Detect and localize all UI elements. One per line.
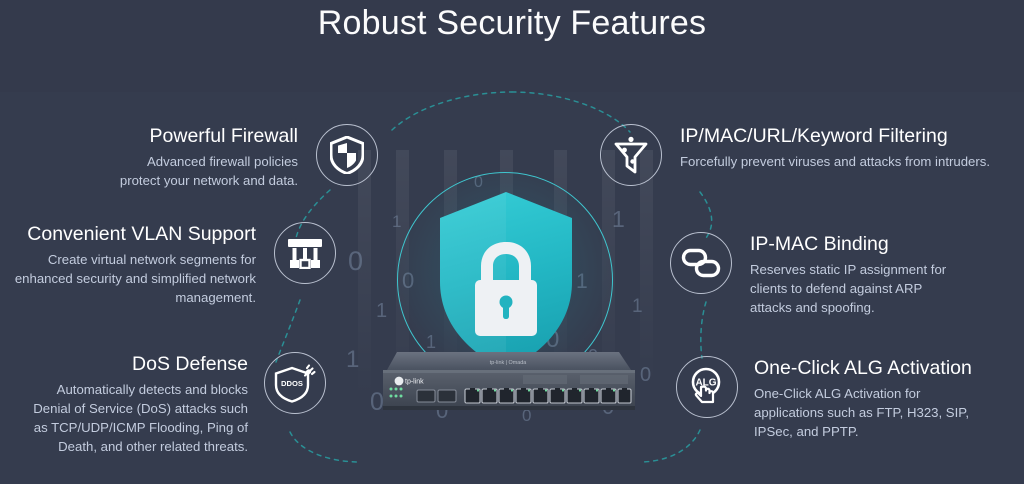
alg-click-icon[interactable]: ALG bbox=[676, 356, 738, 418]
page-title: Robust Security Features bbox=[317, 4, 707, 42]
feature-firewall[interactable]: Powerful Firewall Advanced firewall poli… bbox=[108, 124, 378, 191]
shield-check-icon[interactable] bbox=[316, 124, 378, 186]
feature-binding-description: Reserves static IP assignment for client… bbox=[750, 262, 947, 315]
rj45-ports bbox=[464, 388, 632, 404]
feature-binding-heading: IP-MAC Binding bbox=[750, 233, 889, 255]
feature-vlan-description: Create virtual network segments for enha… bbox=[14, 252, 256, 305]
feature-alg-activation[interactable]: ALG One-Click ALG Activation One-Click A… bbox=[676, 356, 976, 442]
funnel-filter-icon[interactable] bbox=[600, 124, 662, 186]
feature-vlan[interactable]: Convenient VLAN Support Create virtual n… bbox=[8, 222, 336, 308]
feature-alg-heading: One-Click ALG Activation bbox=[754, 357, 972, 379]
ddos-icon-label: DDOS bbox=[281, 379, 303, 388]
feature-ip-mac-binding[interactable]: IP-MAC Binding Reserves static IP assign… bbox=[670, 232, 965, 318]
shield-lock-icon bbox=[440, 192, 572, 370]
ddos-shield-icon[interactable]: DDOS bbox=[264, 352, 326, 414]
feature-dos-description: Automatically detects and blocks Denial … bbox=[33, 382, 248, 454]
sfp-ports bbox=[416, 389, 457, 403]
alg-icon-label: ALG bbox=[695, 378, 716, 389]
vlan-network-icon[interactable] bbox=[274, 222, 336, 284]
feature-vlan-heading: Convenient VLAN Support bbox=[27, 223, 256, 245]
feature-firewall-description: Advanced firewall policies protect your … bbox=[119, 154, 298, 189]
device-brand-text: tp-link bbox=[405, 379, 424, 386]
chain-link-icon[interactable] bbox=[670, 232, 732, 294]
padlock-icon bbox=[475, 242, 537, 336]
feature-firewall-heading: Powerful Firewall bbox=[149, 125, 298, 147]
feature-dos-defense[interactable]: DoS Defense Automatically detects and bl… bbox=[18, 352, 326, 456]
feature-filtering-description: Forcefully prevent viruses and attacks f… bbox=[680, 154, 991, 170]
feature-dos-heading: DoS Defense bbox=[132, 353, 248, 375]
feature-filtering-heading: IP/MAC/URL/Keyword Filtering bbox=[680, 125, 948, 147]
feature-alg-description: One-Click ALG Activation for application… bbox=[754, 386, 970, 439]
device-top-brand: tp-link | Omada bbox=[490, 360, 526, 366]
background-band-top bbox=[0, 0, 1024, 92]
feature-filtering[interactable]: IP/MAC/URL/Keyword Filtering Forcefully … bbox=[600, 124, 1010, 186]
router-device: tp-link | Omada tp-link bbox=[375, 348, 643, 420]
